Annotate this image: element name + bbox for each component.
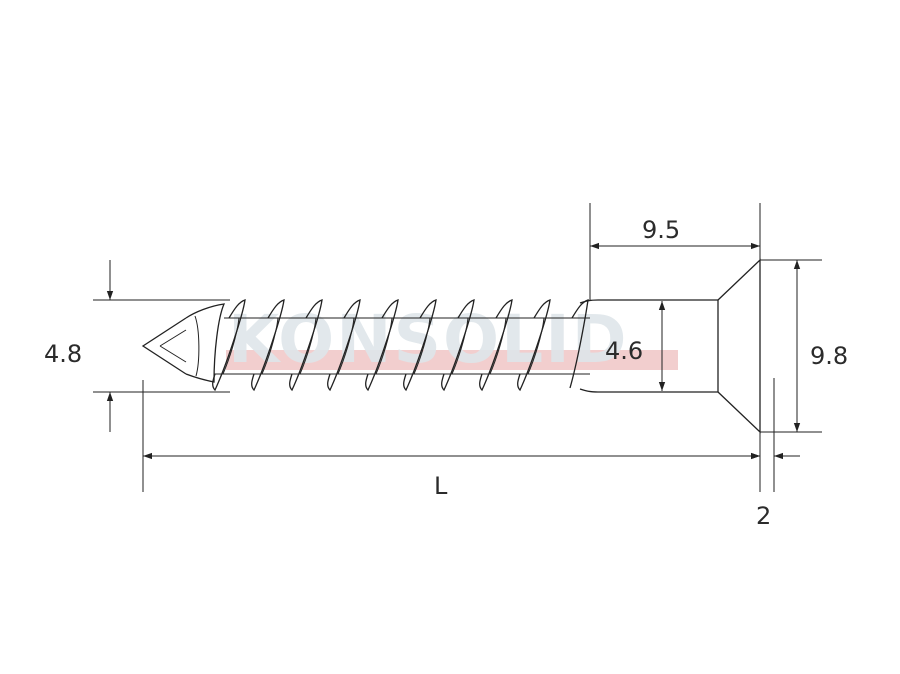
extension-lines <box>93 203 822 492</box>
label-head-diameter: 9.8 <box>810 342 848 370</box>
thread-crest <box>479 299 513 392</box>
thread-crest <box>251 299 285 392</box>
thread-flank <box>413 317 431 375</box>
thread-group <box>212 299 589 392</box>
dimension-lines <box>106 242 801 460</box>
thread-crest <box>289 299 323 392</box>
thread-crest <box>441 299 475 392</box>
thread-flank <box>527 317 545 375</box>
tip-thread <box>185 303 226 383</box>
thread-crest <box>517 299 551 392</box>
thread-crest <box>403 299 437 392</box>
watermark-text: KONSOLID <box>228 301 629 378</box>
thread-crest <box>212 299 246 392</box>
thread-flank <box>375 317 393 375</box>
thread-crest <box>327 299 361 392</box>
label-shank-diameter: 4.6 <box>605 337 643 365</box>
watermark: KONSOLID <box>226 301 678 378</box>
label-thread-diameter: 4.8 <box>44 340 82 368</box>
label-length: L <box>434 472 448 500</box>
label-head-thickness: 2 <box>756 502 771 530</box>
thread-flank <box>337 317 355 375</box>
thread-flank <box>261 317 279 375</box>
thread-runout <box>569 299 589 389</box>
screw-tip <box>141 317 187 375</box>
watermark-accent-bar <box>226 350 678 370</box>
tip-thread-inner <box>194 315 200 377</box>
dimension-labels: 4.8 4.6 9.5 9.8 L 2 <box>44 216 848 530</box>
screw-tip-inner <box>159 329 187 363</box>
screw-head <box>717 258 761 434</box>
thread-flank <box>222 317 240 375</box>
thread-flank <box>299 317 317 375</box>
label-head-length: 9.5 <box>642 216 680 244</box>
thread-flank <box>489 317 507 375</box>
thread-crest <box>365 299 399 392</box>
thread-flank <box>451 317 469 375</box>
